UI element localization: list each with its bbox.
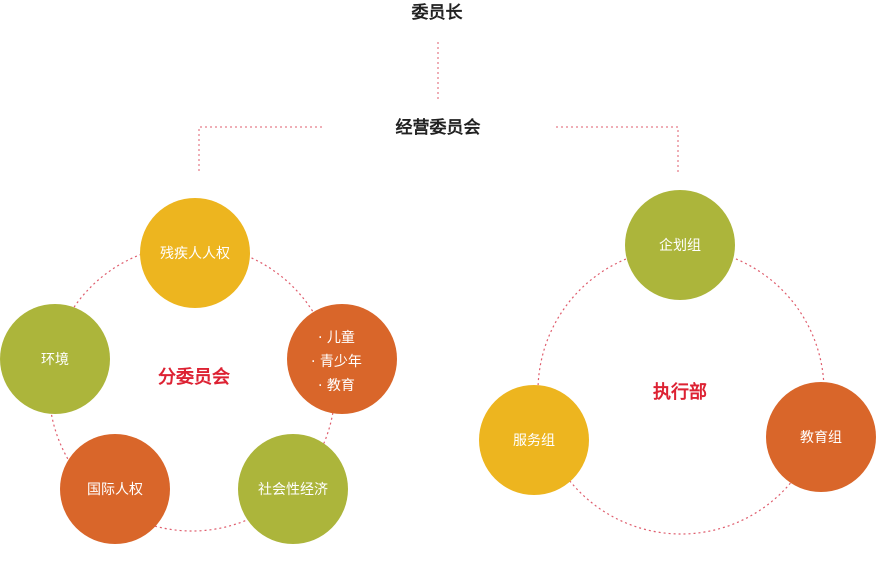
node-disability-rights[interactable]: 残疾人人权 (140, 198, 250, 308)
node-label: 企划组 (659, 237, 701, 254)
node-label: 社会性经济 (258, 482, 328, 498)
node-environment[interactable]: 环境 (0, 304, 110, 414)
left-group-title: 分委员会 (158, 366, 230, 388)
node-label: 国际人权 (87, 482, 143, 498)
node-label: 服务组 (513, 433, 555, 449)
connectors (198, 42, 679, 172)
node-social-economy[interactable]: 社会性经济 (238, 434, 348, 544)
node-children-youth-education[interactable]: · 儿童 · 青少年 · 教育 (287, 304, 397, 414)
node-planning-team[interactable]: 企划组 (625, 190, 735, 300)
node-education-team[interactable]: 教育组 (766, 382, 876, 492)
connector-exec-right (556, 126, 679, 172)
chair-title: 委员长 (411, 2, 464, 23)
node-service-team[interactable]: 服务组 (479, 385, 589, 495)
node-bullet-children: · 儿童 (318, 329, 355, 346)
node-international-human-rights[interactable]: 国际人权 (60, 434, 170, 544)
node-bullet-youth: · 青少年 (311, 354, 362, 370)
node-label: 残疾人人权 (160, 246, 230, 262)
node-label: 环境 (41, 352, 69, 368)
exec-committee-title: 经营委员会 (396, 117, 481, 138)
node-label: 教育组 (800, 430, 842, 446)
node-bullet-education: · 教育 (318, 378, 355, 394)
connector-exec-left (198, 126, 322, 172)
right-group-title: 执行部 (653, 381, 707, 403)
